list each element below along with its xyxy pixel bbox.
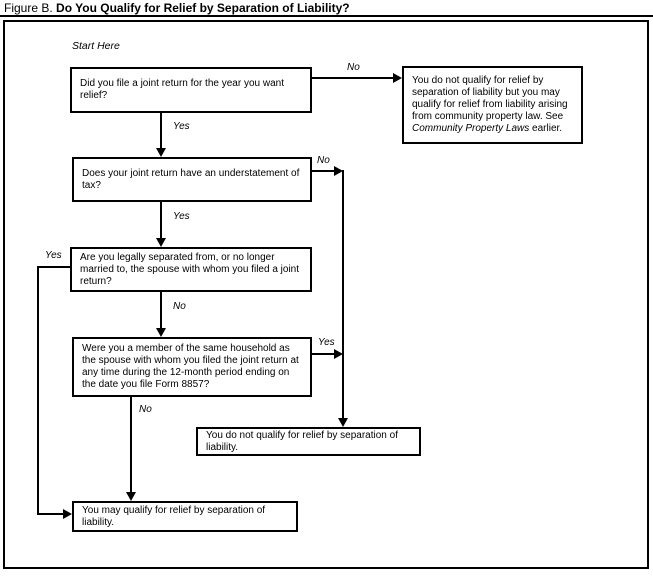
label-q1-no: No bbox=[346, 62, 361, 73]
figure-title-main: Do You Qualify for Relief by Separation … bbox=[52, 1, 350, 15]
arrowhead-q1-yes-icon bbox=[156, 148, 166, 157]
node-outcome-community: You do not qualify for relief by separat… bbox=[402, 66, 583, 144]
arrowhead-q2-no-icon bbox=[334, 166, 343, 176]
node-q-household-text: Were you a member of the same household … bbox=[82, 343, 299, 390]
arrowhead-no-qualify-icon bbox=[338, 418, 348, 427]
connector-q4-yes-line bbox=[312, 353, 334, 355]
title-rule bbox=[0, 15, 653, 17]
label-q3-yes: Yes bbox=[44, 250, 63, 261]
node-q-separated-text: Are you legally separated from, or no lo… bbox=[80, 251, 299, 287]
connector-left-vertical-line bbox=[37, 266, 39, 515]
node-outcome-may-qualify: You may qualify for relief by separation… bbox=[72, 501, 298, 532]
arrowhead-q3-no-icon bbox=[156, 328, 166, 337]
start-here-label: Start Here bbox=[72, 40, 120, 52]
arrowhead-q4-no-icon bbox=[126, 492, 136, 501]
connector-left-bottom-line bbox=[37, 513, 64, 515]
node-q-joint-return: Did you file a joint return for the year… bbox=[70, 67, 312, 113]
node-outcome-no-qualify: You do not qualify for relief by separat… bbox=[196, 427, 421, 456]
label-q2-no: No bbox=[316, 155, 331, 166]
label-q3-no: No bbox=[172, 301, 187, 312]
connector-q1-yes-line bbox=[160, 113, 162, 149]
connector-q3-no-line bbox=[160, 292, 162, 329]
arrowhead-may-qualify-left-icon bbox=[63, 509, 72, 519]
node-q-understatement-text: Does your joint return have an understat… bbox=[82, 167, 300, 191]
arrowhead-q1-no-icon bbox=[393, 73, 402, 83]
label-q4-yes: Yes bbox=[317, 337, 336, 348]
connector-q2-yes-line bbox=[160, 202, 162, 239]
flowchart-border bbox=[3, 20, 649, 569]
connector-q4-no-line bbox=[130, 397, 132, 492]
arrowhead-q4-yes-icon bbox=[334, 349, 343, 359]
node-q-joint-return-text: Did you file a joint return for the year… bbox=[80, 78, 284, 101]
node-outcome-no-qualify-text: You do not qualify for relief by separat… bbox=[206, 429, 398, 453]
node-q-separated: Are you legally separated from, or no lo… bbox=[70, 247, 312, 292]
outcome-community-italic: Community Property Laws bbox=[412, 123, 530, 134]
node-outcome-community-text: You do not qualify for relief by separat… bbox=[412, 75, 573, 135]
connector-right-vertical-line bbox=[342, 170, 344, 419]
node-q-household: Were you a member of the same household … bbox=[72, 337, 312, 397]
connector-q2-no-line bbox=[312, 170, 335, 172]
node-q-understatement: Does your joint return have an understat… bbox=[72, 157, 312, 202]
label-q1-yes: Yes bbox=[172, 121, 191, 132]
node-outcome-may-qualify-text: You may qualify for relief by separation… bbox=[82, 504, 266, 528]
label-q4-no: No bbox=[138, 404, 153, 415]
arrowhead-q2-yes-icon bbox=[156, 238, 166, 247]
figure-title-prefix: Figure B. bbox=[4, 1, 53, 15]
label-q2-yes: Yes bbox=[172, 211, 191, 222]
connector-q1-no-line bbox=[312, 77, 393, 79]
outcome-community-before: You do not qualify for relief by separat… bbox=[412, 75, 568, 122]
outcome-community-after: earlier. bbox=[529, 123, 563, 134]
figure-title: Figure B. Do You Qualify for Relief by S… bbox=[4, 1, 350, 15]
connector-q3-yes-line bbox=[37, 266, 70, 268]
